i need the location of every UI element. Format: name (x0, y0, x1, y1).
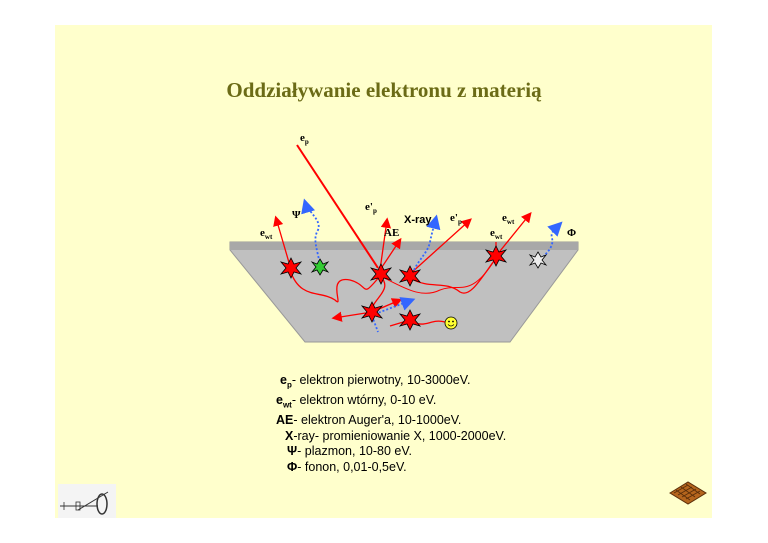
legend-symbol-sub: p (286, 380, 292, 390)
interaction-star-red (484, 245, 508, 267)
legend-row: AE- elektron Auger'a, 10-1000eV. (276, 413, 506, 429)
interaction-star-red (360, 301, 384, 323)
legend-text: - elektron pierwotny, 10-3000eV. (291, 373, 471, 387)
label-psi: Ψ (292, 209, 301, 221)
interaction-star-green (310, 258, 330, 276)
xray-path (371, 315, 379, 333)
legend-row: ep- elektron pierwotny, 10-3000eV. (276, 373, 506, 393)
legend-symbol: Φ (287, 459, 298, 474)
phonon-path (539, 221, 563, 261)
interaction-star-red (398, 309, 422, 331)
secondary-electron-arrow (273, 215, 291, 267)
plasmon-path (301, 198, 321, 267)
legend-row: ewt- elektron wtórny, 0-10 eV. (276, 393, 506, 413)
surface-lattice-icon (669, 481, 707, 505)
legend-text: - elektron Auger'a, 10-1000eV. (293, 413, 462, 427)
smiley-icon (444, 316, 458, 330)
legend-symbol: e (280, 373, 287, 387)
xray-path (374, 297, 416, 315)
auger-electron-arrow (379, 237, 402, 271)
legend-symbol: AE (276, 413, 294, 427)
label-ep-prime2: e'p (450, 212, 462, 226)
legend-text: - fonon, 0,01-0,5eV. (297, 459, 407, 474)
sample-surface (230, 242, 578, 250)
apparatus-logo-icon (58, 484, 116, 518)
legend-symbol-sub: wt (282, 400, 292, 410)
slide-title: Oddziaływanie elektronu z materią (226, 78, 542, 102)
label-ep-prime: e'p (365, 201, 377, 215)
interaction-star-red (369, 263, 393, 285)
interaction-star-red (279, 257, 303, 279)
scattered-primary-arrow (379, 217, 392, 271)
legend-text: -ray- promieniowanie X, 1000-2000eV. (293, 428, 507, 443)
legend-row: Φ- fonon, 0,01-0,5eV. (276, 460, 506, 476)
legend-text: - elektron wtórny, 0-10 eV. (291, 393, 437, 407)
interaction-star-red (398, 265, 422, 287)
legend-symbol: Ψ (287, 444, 298, 458)
legend-text: - plazmon, 10-80 eV. (297, 444, 413, 458)
legend: ep- elektron pierwotny, 10-3000eV.ewt- e… (276, 373, 506, 475)
primary-electron-beam (296, 144, 379, 269)
interaction-star-white (528, 251, 548, 269)
electron-track (289, 269, 381, 303)
label-ewt-mid: ewt (490, 227, 503, 241)
label-xray: X-ray (404, 214, 432, 226)
legend-symbol: X (285, 428, 294, 443)
label-ep: ep (300, 132, 309, 146)
legend-row: X-ray- promieniowanie X, 1000-2000eV. (276, 429, 506, 445)
xray-path (413, 214, 441, 271)
label-phi: Φ (567, 227, 576, 239)
label-ewt-right: ewt (502, 212, 515, 226)
legend-row: Ψ- plazmon, 10-80 eV. (276, 444, 506, 460)
secondary-electron-arrow (495, 211, 532, 257)
label-ae: AE (384, 227, 399, 239)
electron-track (379, 257, 497, 294)
legend-symbol: e (276, 393, 283, 407)
sample-block (229, 241, 579, 343)
scattered-primary-arrow (409, 218, 472, 275)
label-ewt-left: ewt (260, 227, 273, 241)
